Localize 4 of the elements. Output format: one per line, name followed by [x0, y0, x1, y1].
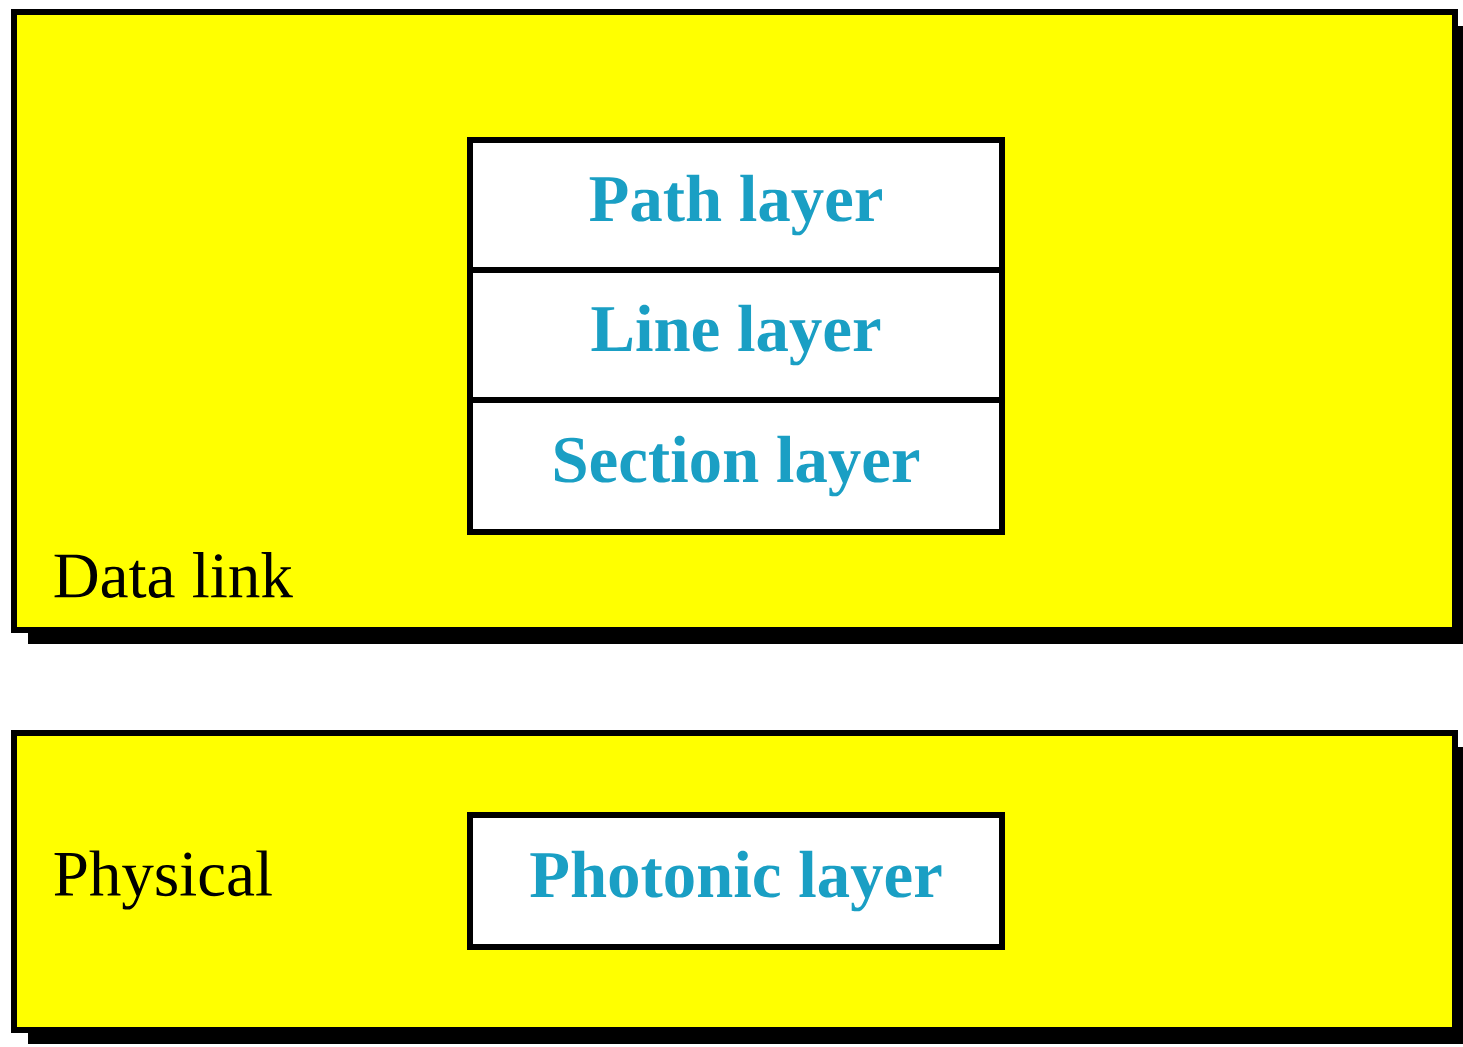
- sublayer-box: Section layer: [467, 397, 1005, 535]
- sublayer-box: Photonic layer: [467, 812, 1005, 950]
- sublayer-box: Line layer: [467, 267, 1005, 403]
- sublayer-box: Path layer: [467, 137, 1005, 273]
